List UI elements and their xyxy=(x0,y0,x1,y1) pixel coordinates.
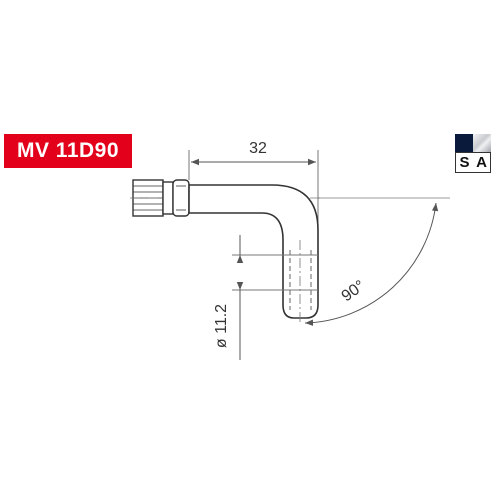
finish-letter-a: A xyxy=(473,152,491,173)
finish-options-badge: S A xyxy=(455,134,491,173)
diameter-label: ø 11.2 xyxy=(213,304,230,348)
product-code-badge: MV 11D90 xyxy=(4,134,132,168)
angle-label: 90° xyxy=(339,277,369,305)
angle-dimension: 90° xyxy=(304,197,450,326)
silver-finish-swatch xyxy=(473,134,491,152)
black-finish-swatch xyxy=(455,134,473,152)
length-label: 32 xyxy=(249,140,267,157)
valve-stem xyxy=(130,179,320,322)
diameter-dimension: ø 11.2 xyxy=(213,235,318,360)
